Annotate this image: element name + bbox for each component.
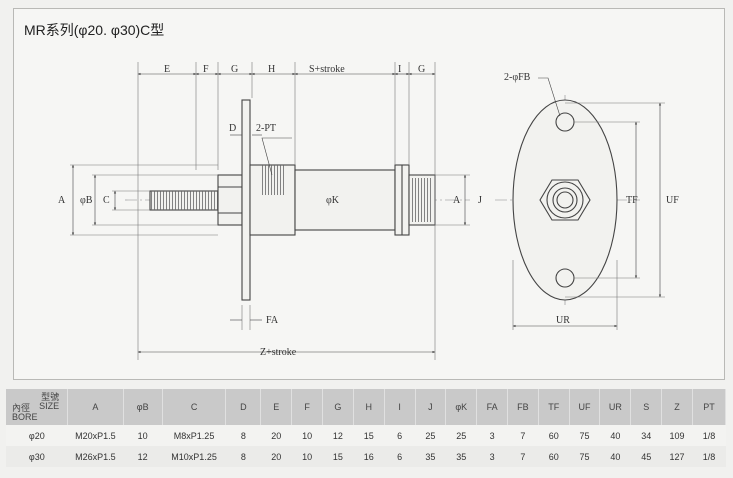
col-header: S — [630, 389, 663, 425]
col-header: FB — [507, 389, 539, 425]
col-header: G — [322, 389, 354, 425]
table-cell: 8 — [225, 446, 261, 467]
label-z-stroke: Z+stroke — [260, 347, 297, 358]
table-cell: M20xP1.5 — [67, 425, 124, 446]
mounting-flange — [241, 99, 251, 301]
table-cell: 6 — [384, 425, 415, 446]
col-header: UR — [599, 389, 632, 425]
col-header: UF — [569, 389, 601, 425]
table-cell: 3 — [476, 425, 508, 446]
technical-drawing: E F G H S+stroke I G D 2-PT A φB C φK A … — [58, 62, 679, 360]
col-header: Z — [661, 389, 693, 425]
cylinder-barrel — [294, 169, 396, 231]
col-header: J — [415, 389, 447, 425]
label-s-stroke: S+stroke — [309, 64, 345, 75]
label-G-rear: G — [418, 64, 425, 75]
table-cell: M10xP1.25 — [162, 446, 226, 467]
label-phi-B: φB — [80, 195, 93, 206]
table-cell: 12 — [322, 425, 354, 446]
label-D: D — [229, 123, 236, 134]
label-TF: TF — [626, 195, 638, 206]
table-cell: 12 — [123, 446, 163, 467]
label-FA: FA — [266, 315, 279, 326]
table-cell: 10 — [123, 425, 163, 446]
table-cell: 35 — [445, 446, 477, 467]
label-phi-K: φK — [326, 195, 340, 206]
table-cell: 25 — [445, 425, 477, 446]
table-cell: 3 — [476, 446, 508, 467]
table-cell: 1/8 — [692, 425, 726, 446]
table-cell: 6 — [384, 446, 415, 467]
table-cell: 60 — [538, 446, 570, 467]
table-cell: 34 — [630, 425, 662, 446]
corner-bore-cn: 內徑 — [12, 403, 31, 413]
col-header: φK — [445, 389, 478, 425]
table-cell: 40 — [599, 425, 631, 446]
label-A: A — [58, 195, 66, 206]
table-cell: 7 — [507, 425, 539, 446]
table-cell: 10 — [291, 446, 323, 467]
table-cell: 75 — [569, 425, 600, 446]
table-cell: 75 — [569, 446, 600, 467]
rod-nut — [217, 174, 243, 226]
table-cell: 1/8 — [692, 446, 726, 467]
table-cell: M8xP1.25 — [162, 425, 226, 446]
label-I: I — [398, 64, 401, 75]
label-UF: UF — [666, 195, 679, 206]
table-row: φ30 M26xP1.5 12 M10xP1.25 8 20 10 15 16 … — [6, 446, 726, 467]
bore-cell: φ20 — [6, 425, 68, 446]
table-cell: 7 — [507, 446, 539, 467]
table-cell: 20 — [260, 425, 292, 446]
table-cell: 16 — [353, 446, 385, 467]
col-header: C — [162, 389, 227, 425]
col-header: φB — [123, 389, 163, 425]
corner-bore-en: BORE — [12, 412, 38, 422]
table-cell: 20 — [260, 446, 292, 467]
table-cell: 45 — [630, 446, 662, 467]
label-H: H — [268, 64, 275, 75]
side-view — [70, 62, 470, 360]
col-header: H — [353, 389, 385, 425]
col-header: TF — [538, 389, 570, 425]
drawing-title: MR系列(φ20. φ30)C型 — [24, 22, 165, 38]
label-UR: UR — [556, 315, 570, 326]
col-header: FA — [476, 389, 508, 425]
table-row: φ20 M20xP1.5 10 M8xP1.25 8 20 10 12 15 6… — [6, 425, 726, 446]
col-header: PT — [692, 389, 727, 425]
table-cell: 60 — [538, 425, 570, 446]
table-cell: 127 — [661, 446, 693, 467]
label-2-phi-FB: 2-φFB — [504, 72, 531, 83]
table-cell: 109 — [661, 425, 693, 446]
corner-size-en: SIZE — [39, 401, 60, 411]
hex-nut — [539, 179, 591, 221]
table-cell: 10 — [291, 425, 323, 446]
label-A-rear: A — [453, 195, 461, 206]
label-F: F — [203, 64, 209, 75]
bore-cell: φ30 — [6, 446, 68, 467]
label-G: G — [231, 64, 238, 75]
col-header: E — [260, 389, 293, 425]
table-cell: 8 — [225, 425, 261, 446]
table-cell: 15 — [322, 446, 354, 467]
col-header: D — [225, 389, 262, 425]
col-header: I — [384, 389, 416, 425]
table-cell: 25 — [415, 425, 446, 446]
label-J: J — [478, 195, 482, 206]
table-cell: 35 — [415, 446, 446, 467]
label-E: E — [164, 64, 170, 75]
table-cell: M26xP1.5 — [67, 446, 124, 467]
label-2-PT: 2-PT — [256, 123, 276, 134]
table-cell: 15 — [353, 425, 385, 446]
table-cell: 40 — [599, 446, 631, 467]
col-header: A — [67, 389, 124, 425]
col-header: F — [291, 389, 324, 425]
label-C: C — [103, 195, 110, 206]
corner-size-cn: 型號 — [41, 392, 60, 402]
end-view — [495, 77, 665, 330]
